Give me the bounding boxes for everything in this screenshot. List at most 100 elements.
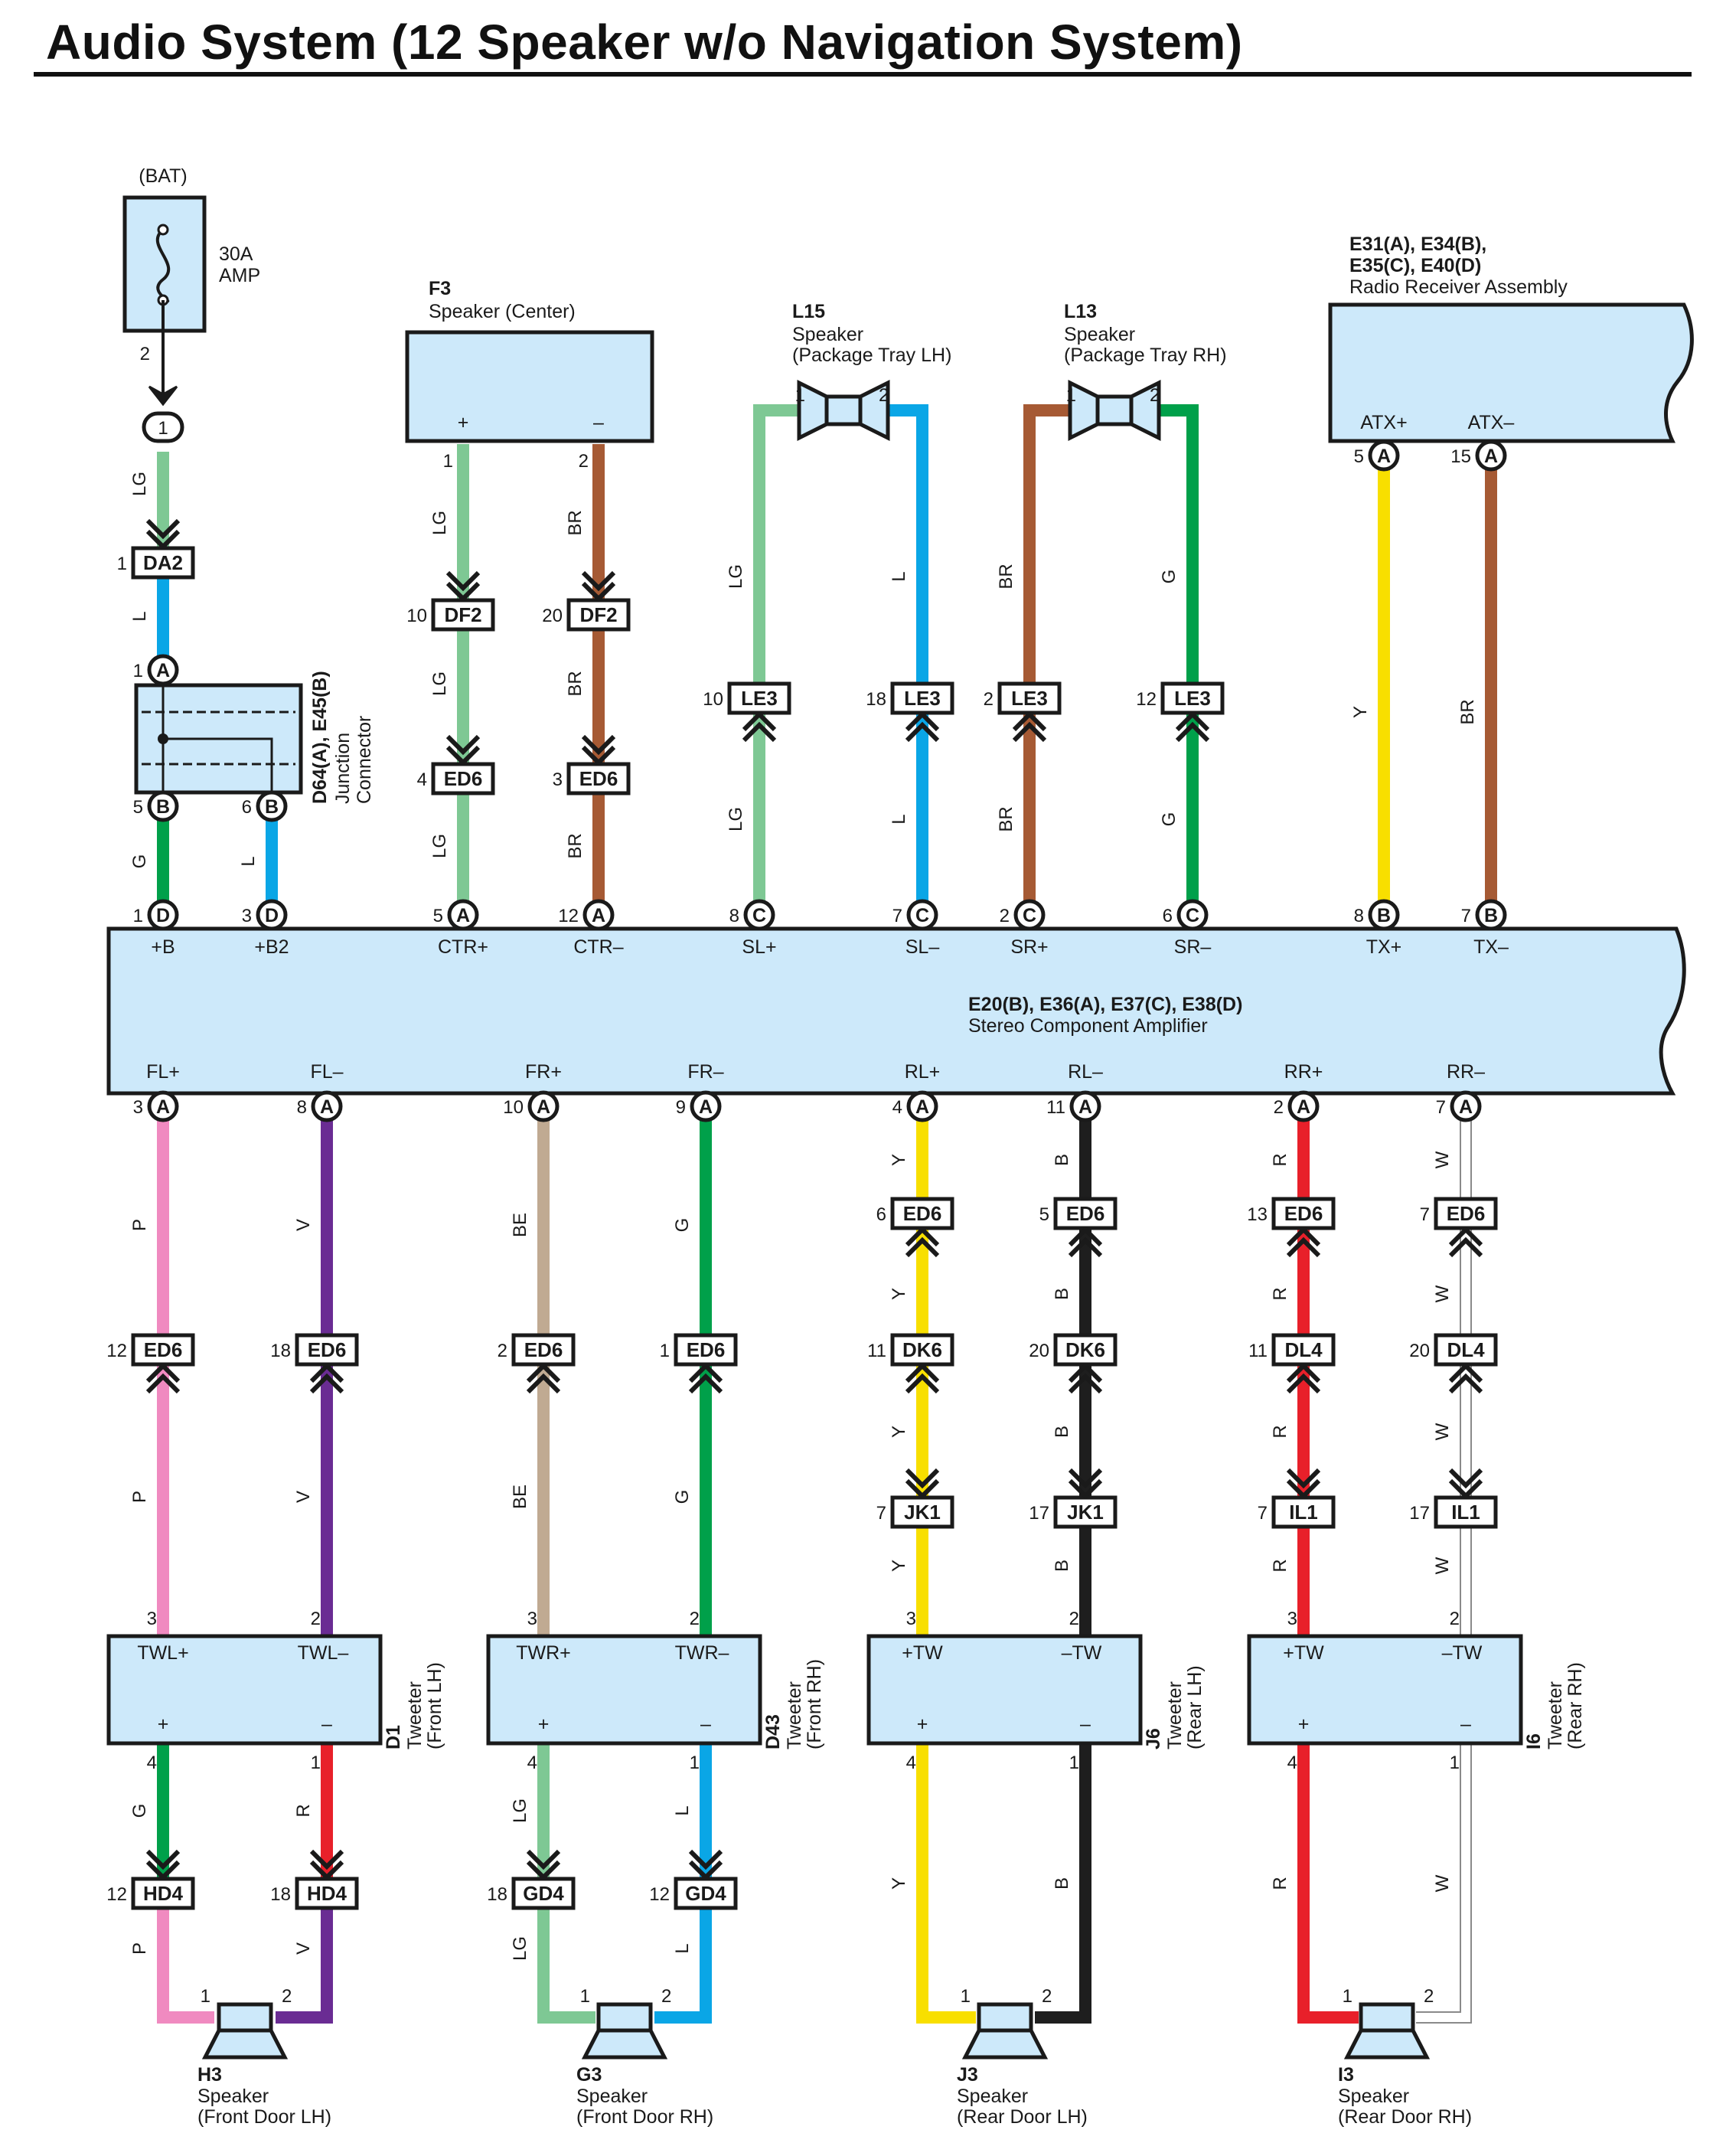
- connector-arrow: [309, 1849, 344, 1870]
- pin-number: 1: [201, 1986, 210, 2007]
- amplifier-top-pin: [743, 899, 775, 931]
- pin-number: 17: [1029, 1503, 1049, 1524]
- connector-arrow: [1175, 721, 1210, 743]
- connector-arrow: [1068, 1468, 1103, 1489]
- pin-number: 11: [1046, 1097, 1065, 1118]
- pin-number: 1: [443, 451, 453, 472]
- junction-out-pin: [147, 790, 179, 822]
- connector-arrow: [526, 1849, 561, 1870]
- wire-color-label: L: [889, 571, 909, 581]
- junction-codes: D64(A), E45(B): [309, 671, 331, 804]
- pin-number: 2: [140, 344, 150, 364]
- connector-letter: A: [1078, 1096, 1092, 1118]
- wire-color-label: W: [1432, 1151, 1453, 1168]
- connector-letter: A: [592, 905, 605, 926]
- amplifier-terminal-label: TX+: [1366, 936, 1402, 958]
- tweeter-code: J6: [1143, 1728, 1164, 1749]
- radio-receiver-box: [1328, 302, 1694, 443]
- wire-color-label: R: [1270, 1877, 1290, 1890]
- pin-number: 7: [892, 906, 902, 926]
- pin-number: 2: [1069, 1609, 1079, 1629]
- tweeter-box: [866, 1634, 1143, 1746]
- amplifier-top-pin: [1176, 899, 1209, 931]
- fuse-rating: 30A: [219, 243, 253, 265]
- wire-color-label: R: [1270, 1425, 1290, 1438]
- inline-connector-name: IL1: [1289, 1501, 1318, 1524]
- amplifier-bottom-pin: [311, 1090, 343, 1122]
- amplifier-top-pin: [1013, 899, 1046, 931]
- pin-number: 18: [487, 1884, 507, 1905]
- tweeter-name: Tweeter: [1545, 1681, 1566, 1749]
- connector-arrow: [905, 1226, 940, 1247]
- amplifier-name: Stereo Component Amplifier: [968, 1015, 1208, 1037]
- connector-arrow: [309, 1373, 344, 1394]
- tweeter-terminal-label: TWL–: [298, 1642, 349, 1664]
- pin-number: 1: [1450, 1753, 1460, 1773]
- amplifier-terminal-label: RR+: [1284, 1061, 1323, 1083]
- amplifier-terminal-label: SL+: [742, 936, 776, 958]
- pin-number: 6: [876, 1204, 886, 1225]
- connector-arrow: [905, 1362, 940, 1383]
- title-rule: [34, 72, 1692, 77]
- connector-letter: D: [265, 905, 279, 926]
- pin-number: 3: [553, 769, 563, 790]
- tweeter-name: Tweeter: [1164, 1681, 1186, 1749]
- pin-number: 1: [795, 385, 805, 406]
- connector-arrow: [1068, 1362, 1103, 1383]
- pin-number: 2: [984, 689, 994, 710]
- inline-connector-name: HD4: [307, 1882, 347, 1905]
- speaker-cone: [961, 2028, 1049, 2060]
- amplifier-terminal-label: FR–: [687, 1061, 723, 1083]
- component-code: F3: [429, 278, 451, 299]
- wire-j3-plus: [916, 1742, 976, 2024]
- component-name: (Package Tray LH): [792, 345, 951, 366]
- pin-number: 10: [703, 689, 723, 710]
- speaker-code: I3: [1338, 2064, 1354, 2086]
- inline-connector-name: ED6: [308, 1338, 347, 1361]
- component-code: L13: [1064, 301, 1097, 322]
- tweeter-box: [106, 1634, 383, 1746]
- amplifier-top-pin: [1368, 899, 1400, 931]
- inline-connector: [890, 1333, 954, 1367]
- pin-number: 1: [133, 906, 143, 926]
- pin-number: 2: [1274, 1097, 1284, 1118]
- amplifier-terminal-label: FR+: [525, 1061, 562, 1083]
- connector-letter: A: [699, 1096, 713, 1118]
- connector-arrow: [581, 745, 616, 766]
- tweeter-terminal-label: –: [321, 1713, 332, 1735]
- terminal-label: ATX+: [1360, 412, 1407, 433]
- speaker-code: G3: [576, 2064, 602, 2086]
- tweeter-terminal-label: –TW: [1062, 1642, 1102, 1664]
- wire-color-label: G: [129, 854, 150, 869]
- wire-color-label: B: [1052, 1154, 1072, 1166]
- speaker-cone: [797, 379, 829, 442]
- inline-connector-name: DF2: [444, 603, 481, 626]
- connector-arrow: [1448, 1226, 1483, 1247]
- connector-arrow: [905, 1468, 940, 1489]
- pin-number: 4: [892, 1097, 902, 1118]
- amplifier-bottom-pin: [1287, 1090, 1320, 1122]
- tweeter-terminal-label: +TW: [902, 1642, 943, 1664]
- inline-connector: [566, 762, 631, 795]
- connector-arrow: [742, 721, 777, 743]
- inline-connector: [1053, 1197, 1118, 1230]
- pin-number: 1: [117, 554, 127, 574]
- wire-color-label: G: [672, 1218, 693, 1233]
- wire-color-label: R: [1270, 1287, 1290, 1300]
- connector-arrow: [1286, 1226, 1321, 1247]
- pin-number: 11: [1248, 1341, 1268, 1361]
- speaker-cone: [1343, 2028, 1431, 2060]
- pin-number: 5: [433, 906, 443, 926]
- tweeter-terminal-label: –: [700, 1713, 711, 1735]
- speaker-name: Speaker: [957, 2086, 1028, 2107]
- connector-letter: C: [1023, 905, 1036, 926]
- pin-number: 7: [1436, 1097, 1446, 1118]
- tweeter-terminal-label: TWR+: [516, 1642, 571, 1664]
- pin-number: 8: [729, 906, 739, 926]
- amplifier-top-pin: [256, 899, 288, 931]
- connector-arrow: [1286, 1478, 1321, 1500]
- wire-sl-minus: [871, 404, 928, 915]
- pin-number: 9: [676, 1097, 686, 1118]
- tweeter-name: Tweeter: [784, 1681, 805, 1749]
- pin-number: 1: [961, 1986, 971, 2007]
